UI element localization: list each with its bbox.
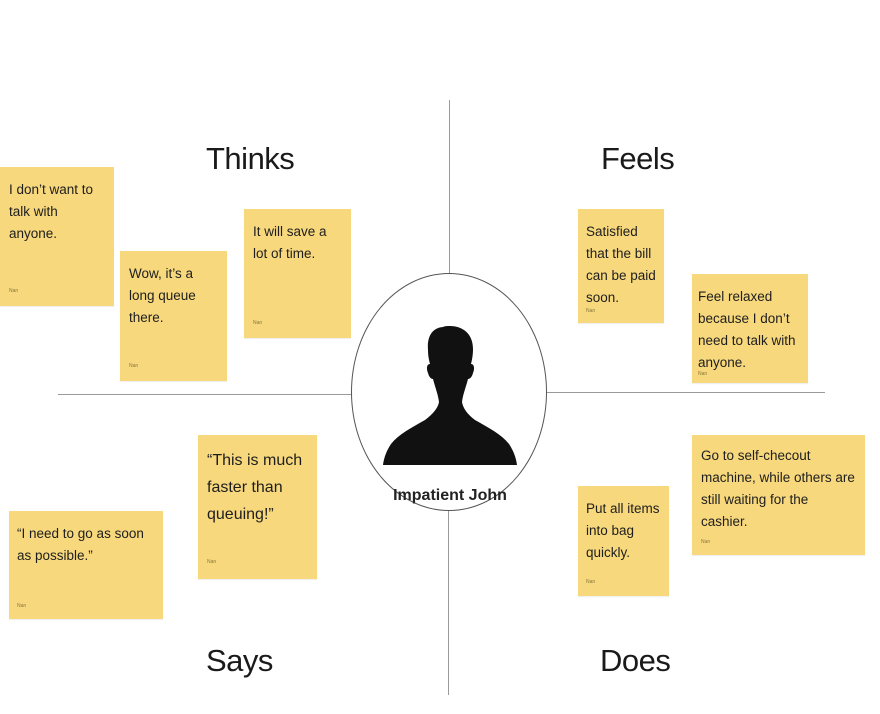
horizontal-divider-left (58, 394, 353, 395)
note-text: “This is much faster than queuing!” (207, 452, 303, 523)
note-text: I don’t want to talk with anyone. (9, 182, 94, 241)
note-text: Feel relaxed because I don’t need to tal… (698, 289, 796, 370)
note-text: “I need to go as soon as possible.” (17, 526, 144, 563)
persona-name: Impatient John (393, 487, 507, 504)
vertical-divider-bottom (448, 510, 449, 695)
sticky-note-feels-2[interactable]: Feel relaxed because I don’t need to tal… (692, 274, 808, 383)
sticky-note-thinks-2[interactable]: Wow, it’s a long queue there. Nan (120, 251, 227, 381)
sticky-note-thinks-3[interactable]: It will save a lot of time. Nan (244, 209, 351, 338)
vertical-divider-top (449, 100, 450, 275)
note-author: Nan (586, 308, 596, 314)
note-author: Nan (253, 320, 263, 326)
sticky-note-thinks-1[interactable]: I don’t want to talk with anyone. Nan (0, 167, 114, 306)
quadrant-title-feels: Feels (601, 141, 675, 176)
note-author: Nan (129, 363, 139, 369)
note-author: Nan (17, 603, 27, 609)
sticky-note-says-2[interactable]: “I need to go as soon as possible.” Nan (9, 511, 163, 619)
note-text: Put all items into bag quickly. (586, 501, 660, 560)
note-author: Nan (9, 288, 19, 294)
horizontal-divider-right (547, 392, 825, 393)
person-silhouette-icon[interactable] (383, 324, 517, 465)
note-author: Nan (586, 579, 596, 585)
quadrant-title-thinks: Thinks (206, 141, 295, 176)
sticky-note-feels-1[interactable]: Satisfied that the bill can be paid soon… (578, 209, 664, 323)
sticky-note-does-1[interactable]: Put all items into bag quickly. Nan (578, 486, 669, 596)
note-text: Satisfied that the bill can be paid soon… (586, 224, 656, 305)
sticky-note-says-1[interactable]: “This is much faster than queuing!” Nan (198, 435, 317, 579)
note-author: Nan (207, 559, 217, 565)
note-text: Wow, it’s a long queue there. (129, 266, 196, 325)
note-author: Nan (698, 371, 708, 377)
sticky-note-does-2[interactable]: Go to self-checout machine, while others… (692, 435, 865, 555)
note-author: Nan (701, 539, 711, 545)
note-text: Go to self-checout machine, while others… (701, 448, 855, 529)
quadrant-title-says: Says (206, 643, 273, 678)
note-text: It will save a lot of time. (253, 224, 327, 261)
quadrant-title-does: Does (600, 643, 671, 678)
